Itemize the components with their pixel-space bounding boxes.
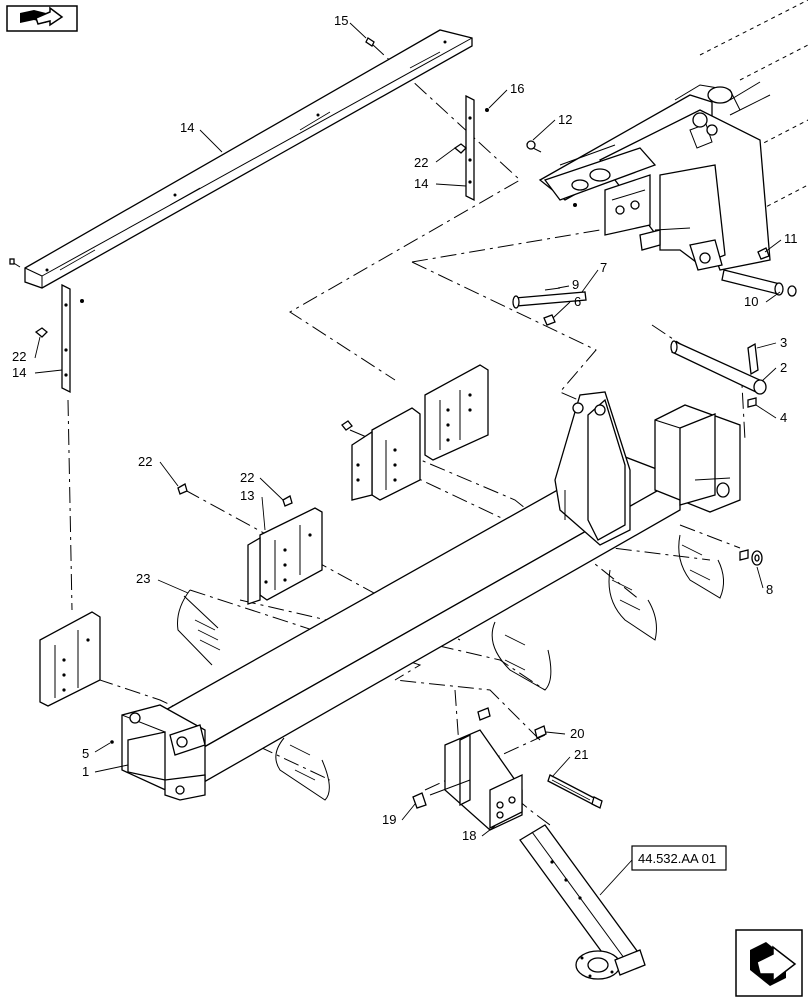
callout-23: 23 xyxy=(136,571,150,586)
bolt-21 xyxy=(547,774,603,809)
callout-14-b: 14 xyxy=(12,365,26,380)
book-arrow-icon[interactable] xyxy=(6,5,78,32)
pin-2 xyxy=(670,340,767,408)
callout-3: 3 xyxy=(780,335,787,350)
callout-4: 4 xyxy=(780,410,787,425)
callout-11: 11 xyxy=(784,231,798,246)
bracket-13 xyxy=(177,483,323,605)
strap-14-lower xyxy=(34,283,84,394)
callout-21: 21 xyxy=(574,747,588,762)
bolt-small-left xyxy=(9,258,21,268)
strap-14-upper xyxy=(453,94,489,202)
nut-20 xyxy=(534,725,547,739)
callout-14-a: 14 xyxy=(414,176,428,191)
callout-20: 20 xyxy=(570,726,584,741)
hitch-frame-part xyxy=(538,0,808,271)
callout-8: 8 xyxy=(766,582,773,597)
pin-7 xyxy=(512,287,587,326)
callout-9: 9 xyxy=(572,277,579,292)
callout-17: 16 xyxy=(510,81,524,96)
callout-1: 1 xyxy=(82,764,89,779)
callout-15: 14 xyxy=(180,120,194,135)
callout-labels: 15 16 14 12 22 14 11 7 9 6 10 3 2 4 22 1… xyxy=(12,13,798,843)
bolt-16 xyxy=(365,37,375,47)
callout-22-d: 22 xyxy=(240,470,254,485)
axle-arm-part xyxy=(519,824,646,980)
reference-label: 44.532.AA 01 xyxy=(638,851,716,866)
callout-7: 7 xyxy=(600,260,607,275)
next-page-arrow-icon[interactable] xyxy=(735,929,803,997)
callout-2: 2 xyxy=(780,360,787,375)
callout-22-c: 22 xyxy=(138,454,152,469)
callout-16: 15 xyxy=(334,13,348,28)
callout-13: 13 xyxy=(240,488,254,503)
callout-10: 10 xyxy=(744,294,758,309)
top-bar-part xyxy=(24,29,473,289)
pin-12 xyxy=(526,140,542,153)
callout-12: 12 xyxy=(558,112,572,127)
callout-19: 19 xyxy=(382,812,396,827)
main-beam-part xyxy=(110,391,741,801)
callout-18: 18 xyxy=(462,828,476,843)
u-bolt-set xyxy=(177,534,724,801)
leader-lines xyxy=(34,22,782,896)
pin-10 xyxy=(721,269,797,297)
callout-22-a: 22 xyxy=(414,155,428,170)
bracket-set-lower-left xyxy=(39,611,101,707)
callout-22-b: 22 xyxy=(12,349,26,364)
callout-6: 6 xyxy=(574,294,581,309)
bracket-set-upper xyxy=(341,364,489,501)
bracket-18 xyxy=(412,707,523,831)
washer-8 xyxy=(739,549,763,566)
callout-5: 5 xyxy=(82,746,89,761)
reference-link[interactable]: 44.532.AA 01 xyxy=(631,845,727,871)
